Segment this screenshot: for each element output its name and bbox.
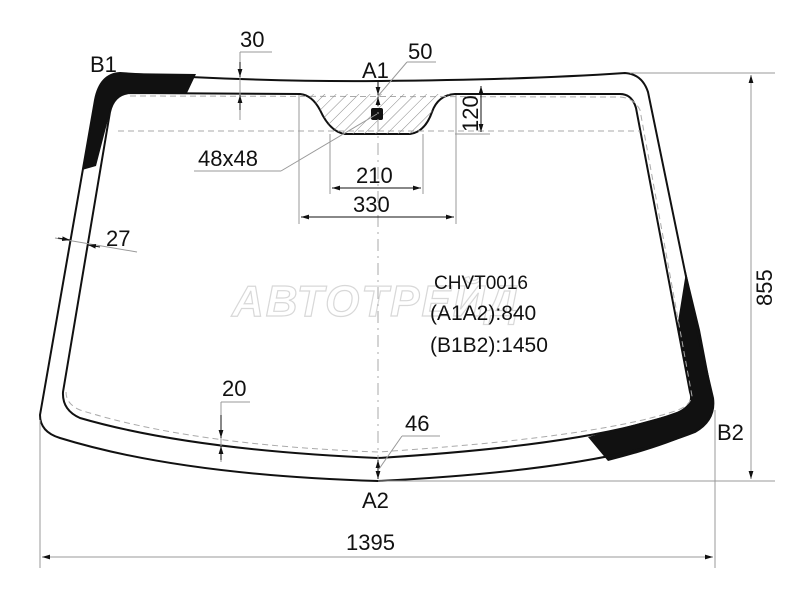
point-b1-label: B1 — [90, 52, 117, 77]
bottom-band-label: 20 — [222, 376, 246, 401]
pad-height-label: 120 — [458, 95, 483, 132]
point-a2-label: A2 — [362, 488, 389, 513]
sensor-square-label: 48x48 — [198, 146, 258, 171]
bottom-center-band-label: 46 — [405, 411, 429, 436]
glass-inner-contour — [61, 91, 693, 460]
ceramic-band-b2 — [588, 272, 714, 461]
pad-inner-width-label: 210 — [356, 163, 393, 188]
pad-outer-width-label: 330 — [353, 192, 390, 217]
watermark: АВТОТРЕЙД — [231, 275, 520, 326]
point-b2-label: B2 — [717, 420, 744, 445]
spec-b1b2: (B1B2):1450 — [430, 334, 548, 357]
sensor-offset-leader — [377, 61, 408, 97]
glass-outer-contour — [38, 71, 715, 483]
side-band-arrow-l — [57, 236, 71, 242]
square-leader — [280, 113, 378, 172]
bottom-center-leader — [378, 435, 403, 470]
ceramic-band-b1 — [82, 73, 196, 170]
total-width-label: 1395 — [346, 530, 395, 555]
point-a1-label: A1 — [362, 58, 389, 83]
top-band-label: 30 — [240, 27, 264, 52]
sensor-offset-label: 50 — [408, 39, 432, 64]
part-code: CHVT0016 — [434, 273, 528, 294]
side-band-arrow-r — [87, 243, 101, 249]
side-band-label: 27 — [106, 226, 130, 251]
total-height-label: 855 — [752, 269, 777, 306]
black-print-dashed-line — [65, 95, 693, 453]
spec-a1a2: (A1A2):840 — [430, 302, 536, 325]
